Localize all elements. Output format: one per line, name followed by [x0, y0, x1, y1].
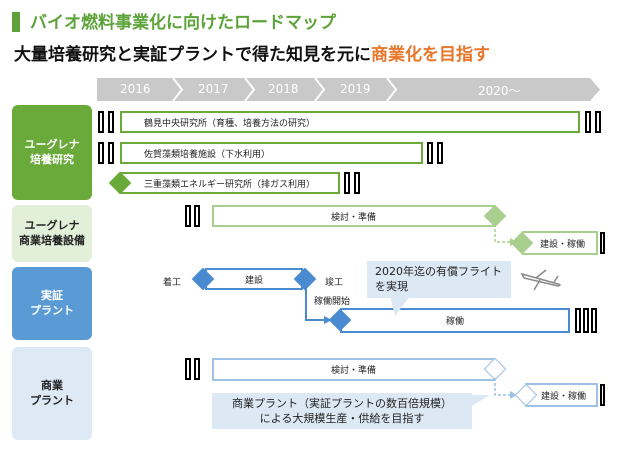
- bar-tick: [98, 111, 104, 133]
- bar-tick: [591, 308, 597, 333]
- bar-mie: 三重藻類エネルギー研究所（排ガス利用）: [120, 172, 340, 194]
- bar-demo-operation: 稼働: [340, 308, 570, 333]
- bar-tick: [98, 142, 104, 164]
- page-title: バイオ燃料事業化に向けたロードマップ: [30, 13, 336, 33]
- subtitle-main: 大量培養研究と実証プラントで得た知見を元に: [14, 45, 371, 65]
- bar-facility-prep: 検討・準備: [212, 205, 495, 227]
- bar-tick: [575, 308, 581, 333]
- bar-tick: [595, 111, 601, 133]
- bar-plant-prep: 検討・準備: [212, 358, 495, 381]
- bar-label: 佐賀藻類培養施設（下水利用）: [144, 149, 271, 160]
- label-operation-start: 稼働開始: [314, 297, 351, 307]
- callout-tail: [470, 395, 490, 407]
- bar-plant-build: 建設・稼働: [525, 383, 598, 407]
- bar-tick: [583, 308, 589, 333]
- bar-label: 検討・準備: [330, 212, 376, 223]
- year-2018: 2018: [268, 82, 299, 96]
- callout-commercial-scale: 商業プラント（実証プラントの数百倍規模） による大規模生産・供給を目指す: [212, 393, 472, 429]
- year-timeline-bar: [97, 78, 600, 101]
- bar-saga: 佐賀藻類培養施設（下水利用）: [120, 142, 423, 164]
- bar-label: 三重藻類エネルギー研究所（排ガス利用）: [144, 179, 316, 190]
- page-subtitle: 大量培養研究と実証プラントで得た知見を元に商業化を目指す: [14, 40, 490, 65]
- row-label-commercial-plant: 商業 プラント: [12, 347, 92, 440]
- bar-label: 建設: [244, 275, 263, 286]
- arrow-connector: [305, 286, 332, 324]
- bar-tick: [108, 111, 114, 133]
- bar-tick: [437, 142, 443, 164]
- title-accent: [12, 12, 20, 32]
- row-label-demo-plant: 実証 プラント: [12, 267, 92, 340]
- bar-label: 鶴見中央研究所（育種、培養方法の研究）: [144, 118, 316, 129]
- bar-tick: [185, 205, 191, 227]
- bar-label: 検討・準備: [330, 366, 376, 376]
- bar-label: 建設・稼働: [541, 391, 587, 402]
- bar-tick: [194, 205, 200, 227]
- dashed-arrow-connector: [494, 378, 517, 399]
- bar-tick: [354, 172, 360, 194]
- bar-label: 建設・稼働: [540, 239, 586, 250]
- bar-tick: [194, 358, 200, 380]
- year-2017: 2017: [198, 82, 229, 96]
- year-2019: 2019: [340, 82, 371, 96]
- airplane-icon: [520, 269, 561, 291]
- label-groundbreaking: 着工: [163, 278, 182, 288]
- row-label-research: ユーグレナ 培養研究: [12, 105, 92, 200]
- year-2020: 2020〜: [478, 84, 521, 98]
- bar-facility-build: 建設・稼働: [522, 231, 598, 255]
- bar-tick: [344, 172, 350, 194]
- bar-tick: [600, 384, 605, 406]
- bar-demo-build: 建設: [205, 268, 303, 290]
- callout-paid-flight: 2020年迄の有償フライト を実現: [367, 261, 511, 298]
- label-completion: 竣工: [325, 278, 344, 288]
- bar-tsurumi: 鶴見中央研究所（育種、培養方法の研究）: [120, 111, 580, 133]
- bar-tick: [585, 111, 591, 133]
- bar-tick: [185, 358, 191, 380]
- bar-label: 稼働: [445, 317, 464, 327]
- row-label-commercial-facility: ユーグレナ 商業培養設備: [12, 205, 92, 262]
- subtitle-highlight: 商業化を目指す: [371, 45, 490, 65]
- year-2016: 2016: [120, 82, 151, 96]
- bar-tick: [600, 232, 605, 254]
- bar-tick: [108, 142, 114, 164]
- callout-tail: [390, 296, 410, 316]
- bar-tick: [427, 142, 433, 164]
